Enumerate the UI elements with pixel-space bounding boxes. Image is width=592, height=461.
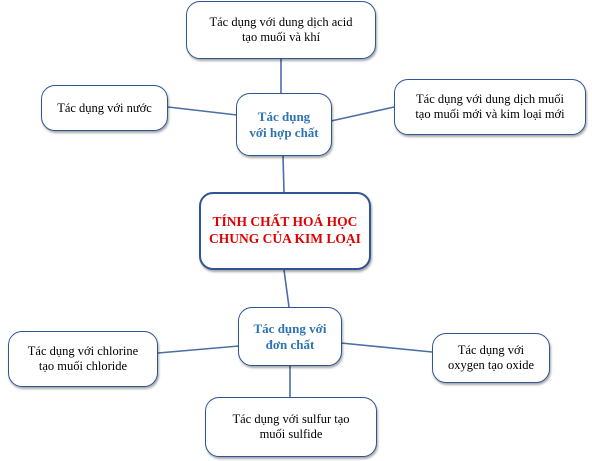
leaf-sulfur: Tác dụng với sulfur tạo muối sulfide <box>205 397 377 457</box>
leaf-water-label: Tác dụng với nước <box>57 100 152 115</box>
leaf-chlorine-label: Tác dụng với chlorine tạo muối chloride <box>27 344 139 373</box>
central-topic: TÍNH CHẤT HOÁ HỌC CHUNG CỦA KIM LOẠI <box>199 192 371 270</box>
link-center-compounds <box>282 155 285 193</box>
leaf-salt: Tác dụng với dung dịch muối tạo muối mới… <box>394 79 586 135</box>
hub-elements-label: Tác dụng với đơn chất <box>253 320 327 352</box>
link-compounds-salt <box>330 106 395 122</box>
leaf-salt-label: Tác dụng với dung dịch muối tạo muối mới… <box>415 92 565 121</box>
leaf-oxygen: Tác dụng với oxygen tạo oxide <box>432 333 550 383</box>
central-topic-label: TÍNH CHẤT HOÁ HỌC CHUNG CỦA KIM LOẠI <box>209 214 361 246</box>
link-center-elements <box>283 269 290 308</box>
leaf-oxygen-label: Tác dụng với oxygen tạo oxide <box>447 343 535 372</box>
link-elements-chlorine <box>157 345 240 354</box>
hub-compounds-label: Tác dụng với hợp chất <box>249 108 319 140</box>
leaf-water: Tác dụng với nước <box>41 85 168 131</box>
link-elements-oxygen <box>340 342 433 353</box>
leaf-acid-label: Tác dụng với dung dịch acid tạo muối và … <box>209 15 353 44</box>
leaf-acid: Tác dụng với dung dịch acid tạo muối và … <box>186 1 376 59</box>
leaf-chlorine: Tác dụng với chlorine tạo muối chloride <box>8 331 158 387</box>
link-compounds-water <box>167 106 238 116</box>
hub-compounds: Tác dụng với hợp chất <box>236 93 332 156</box>
leaf-sulfur-label: Tác dụng với sulfur tạo muối sulfide <box>232 412 350 441</box>
hub-elements: Tác dụng với đơn chất <box>238 307 342 366</box>
